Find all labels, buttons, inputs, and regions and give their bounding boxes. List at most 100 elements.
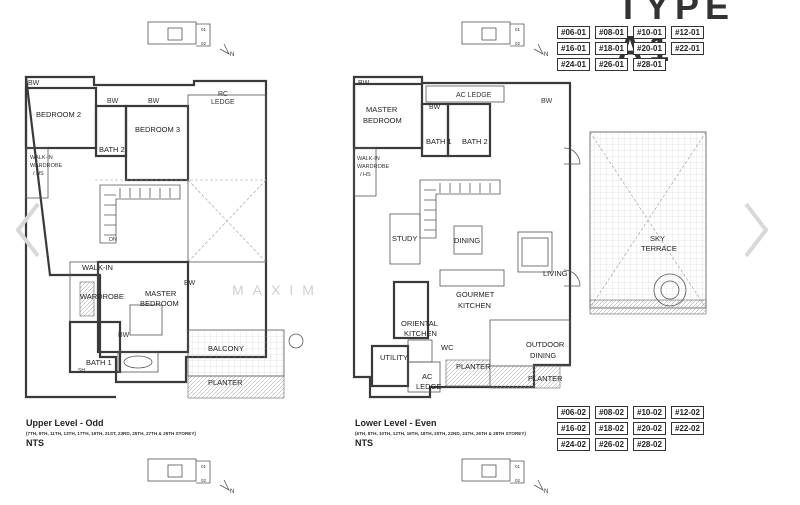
- svg-text:02: 02: [515, 478, 521, 483]
- svg-text:BW: BW: [148, 98, 160, 105]
- lower-level-storeys: (6TH, 8TH, 10TH, 12TH, 16TH, 18TH, 20TH,…: [355, 431, 526, 436]
- svg-text:DINING: DINING: [530, 351, 556, 360]
- unit-number: #24-01: [557, 58, 590, 71]
- svg-text:/ HS: / HS: [33, 171, 44, 177]
- svg-text:WALK-IN: WALK-IN: [357, 156, 380, 162]
- svg-text:01: 01: [201, 464, 207, 469]
- svg-text:STUDY: STUDY: [392, 234, 417, 243]
- svg-text:PLANTER: PLANTER: [528, 374, 563, 383]
- svg-text:BEDROOM: BEDROOM: [140, 299, 179, 308]
- svg-text:BALCONY: BALCONY: [208, 344, 244, 353]
- svg-text:N: N: [544, 52, 548, 58]
- unit-number: #16-02: [557, 422, 590, 435]
- svg-text:BATH 1: BATH 1: [86, 358, 112, 367]
- chevron-left-icon: [15, 202, 40, 258]
- chevron-right-icon: [744, 202, 769, 258]
- upper-level-storeys: (7TH, 9TH, 11TH, 13TH, 17TH, 19TH, 21ST,…: [26, 431, 196, 436]
- unit-number: #16-01: [557, 42, 590, 55]
- unit-number: #22-01: [671, 42, 704, 55]
- lower-level-title: Lower Level - Even: [355, 418, 437, 428]
- unit-number: #20-02: [633, 422, 666, 435]
- svg-text:02: 02: [201, 41, 207, 46]
- unit-number: #06-02: [557, 406, 590, 419]
- svg-text:BEDROOM 2: BEDROOM 2: [36, 110, 81, 119]
- key-plan-top-left: 01 02 N: [147, 21, 234, 58]
- lower-level-nts: NTS: [355, 438, 373, 448]
- svg-text:RC: RC: [218, 91, 228, 98]
- svg-text:WALK-IN: WALK-IN: [82, 263, 113, 272]
- svg-text:01: 01: [515, 27, 521, 32]
- lower-level-plan: [352, 75, 707, 399]
- svg-text:BATH 2: BATH 2: [462, 137, 488, 146]
- unit-number: #28-02: [633, 438, 666, 451]
- svg-text:BATH 1: BATH 1: [426, 137, 452, 146]
- svg-text:LIVING: LIVING: [543, 269, 568, 278]
- unit-number: #10-02: [633, 406, 666, 419]
- svg-text:02: 02: [515, 41, 521, 46]
- svg-text:LEDGE: LEDGE: [211, 99, 235, 106]
- svg-text:AC LEDGE: AC LEDGE: [456, 92, 492, 99]
- unit-number: #22-02: [671, 422, 704, 435]
- key-plan-bottom-left: 01 02 N: [147, 458, 234, 495]
- svg-text:BW: BW: [541, 98, 553, 105]
- svg-text:ORIENTAL: ORIENTAL: [401, 319, 438, 328]
- svg-text:N: N: [544, 489, 548, 495]
- svg-text:GOURMET: GOURMET: [456, 290, 495, 299]
- unit-number: #08-02: [595, 406, 628, 419]
- lower-unit-number-grid: #06-02 #08-02 #10-02 #12-02 #16-02 #18-02 #20-…: [557, 406, 704, 451]
- svg-text:WARDROBE: WARDROBE: [80, 292, 124, 301]
- svg-text:TERRACE: TERRACE: [641, 244, 677, 253]
- svg-text:/ HS: / HS: [360, 172, 371, 178]
- svg-text:UTILITY: UTILITY: [380, 353, 408, 362]
- svg-text:WC: WC: [441, 343, 454, 352]
- svg-text:N: N: [230, 52, 234, 58]
- svg-text:SKY: SKY: [650, 234, 665, 243]
- upper-level-plan: [24, 75, 304, 399]
- watermark: MAXIM: [232, 282, 323, 298]
- unit-number: #08-01: [595, 26, 628, 39]
- unit-number: #12-02: [671, 406, 704, 419]
- unit-number: #26-02: [595, 438, 628, 451]
- key-plan-top-right: 01 02 N: [461, 21, 548, 58]
- upper-level-title: Upper Level - Odd: [26, 418, 104, 428]
- upper-unit-number-grid: #06-01 #08-01 #10-01 #12-01 #16-01 #18-01 #20-…: [557, 26, 704, 71]
- svg-text:PLANTER: PLANTER: [208, 378, 243, 387]
- svg-text:OUTDOOR: OUTDOOR: [526, 340, 565, 349]
- svg-text:WARDROBE: WARDROBE: [357, 164, 390, 170]
- svg-text:SH: SH: [78, 368, 85, 374]
- unit-number: #06-01: [557, 26, 590, 39]
- svg-text:WARDROBE: WARDROBE: [30, 163, 63, 169]
- svg-text:AC: AC: [422, 372, 433, 381]
- unit-number: #24-02: [557, 438, 590, 451]
- svg-text:BW: BW: [107, 98, 119, 105]
- svg-text:01: 01: [201, 27, 207, 32]
- previous-image-button[interactable]: [12, 200, 42, 260]
- unit-number: #12-01: [671, 26, 704, 39]
- svg-text:BW: BW: [28, 80, 40, 87]
- svg-text:LEDGE: LEDGE: [416, 382, 441, 391]
- unit-number: #18-01: [595, 42, 628, 55]
- svg-text:BW: BW: [358, 80, 370, 87]
- svg-text:PLANTER: PLANTER: [456, 362, 491, 371]
- svg-text:N: N: [230, 489, 234, 495]
- svg-text:BEDROOM: BEDROOM: [363, 116, 402, 125]
- unit-number: #18-02: [595, 422, 628, 435]
- svg-text:BEDROOM 3: BEDROOM 3: [135, 125, 180, 134]
- svg-text:BW: BW: [118, 332, 130, 339]
- svg-text:BATH 2: BATH 2: [99, 145, 125, 154]
- svg-text:DN: DN: [109, 237, 117, 243]
- next-image-button[interactable]: [742, 200, 772, 260]
- unit-number: #28-01: [633, 58, 666, 71]
- svg-text:BW: BW: [184, 280, 196, 287]
- svg-text:WALK-IN: WALK-IN: [30, 155, 53, 161]
- svg-text:KITCHEN: KITCHEN: [404, 329, 437, 338]
- unit-number: #10-01: [633, 26, 666, 39]
- svg-text:KITCHEN: KITCHEN: [458, 301, 491, 310]
- svg-text:MASTER: MASTER: [145, 289, 177, 298]
- key-plan-bottom-right: 01 02 N: [461, 458, 548, 495]
- unit-number: #26-01: [595, 58, 628, 71]
- svg-text:01: 01: [515, 464, 521, 469]
- svg-text:MASTER: MASTER: [366, 105, 398, 114]
- unit-number: #20-01: [633, 42, 666, 55]
